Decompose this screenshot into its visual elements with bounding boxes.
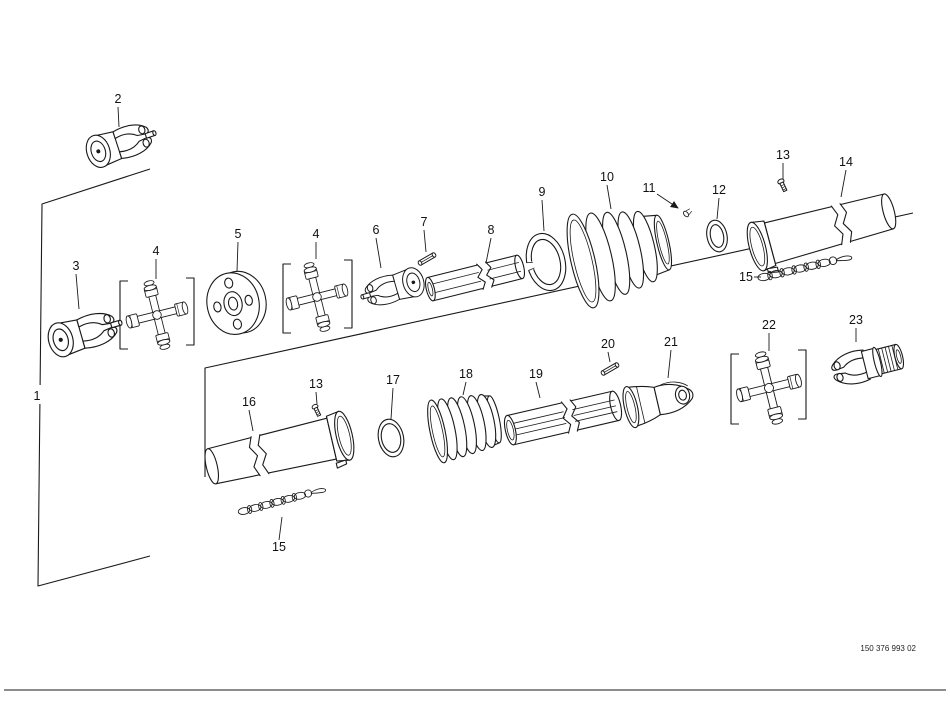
callout-2: 2 — [115, 92, 122, 106]
part-17-bearing-ring — [374, 416, 408, 460]
callout-14: 14 — [839, 155, 853, 169]
part-6-tube-yoke — [356, 264, 428, 313]
leader-3 — [75, 273, 80, 310]
leader-13b — [315, 391, 318, 405]
part-18-boot — [423, 386, 507, 465]
leader-11-arrow — [656, 193, 679, 209]
callout-13a: 13 — [776, 148, 790, 162]
callout-20: 20 — [601, 337, 615, 351]
callout-22: 22 — [762, 318, 776, 332]
kit-bracket-4b — [282, 259, 353, 334]
leader-15b — [278, 516, 283, 541]
callout-23: 23 — [849, 313, 863, 327]
callout-15b: 15 — [272, 540, 286, 554]
leader-6 — [375, 237, 382, 269]
part-12-ring — [703, 217, 731, 255]
leader-14 — [840, 169, 847, 198]
part-20-pin — [599, 361, 621, 377]
callout-7: 7 — [421, 215, 428, 229]
callout-5: 5 — [235, 227, 242, 241]
callout-3: 3 — [73, 259, 80, 273]
part-23-yoke — [828, 339, 907, 390]
leader-18 — [462, 381, 467, 396]
assembly-bracket-1 — [37, 168, 151, 587]
leader-lines — [75, 106, 857, 541]
callout-6: 6 — [373, 223, 380, 237]
part-4a-cross-kit — [117, 272, 197, 358]
leader-8 — [485, 237, 492, 264]
part-11-plug — [681, 207, 694, 219]
part-19-profile-tube — [501, 388, 625, 448]
leader-5 — [236, 241, 239, 272]
leader-21 — [667, 349, 672, 379]
callout-17: 17 — [386, 373, 400, 387]
part-8-profile-tube — [422, 252, 528, 304]
leader-12 — [716, 197, 720, 220]
part-9-bearing-ring — [518, 228, 573, 296]
callouts: 1 2 3 4 5 4 6 7 8 9 10 11 12 13 14 15 16… — [34, 92, 863, 554]
leader-9 — [541, 199, 545, 232]
callout-10: 10 — [600, 170, 614, 184]
callout-9: 9 — [539, 185, 546, 199]
part-2-yoke — [81, 116, 162, 172]
leader-19 — [535, 381, 541, 399]
callout-1-backing — [25, 385, 49, 404]
document-number: 150 376 993 02 — [860, 644, 916, 653]
leader-17 — [390, 387, 394, 420]
callout-11: 11 — [643, 181, 656, 195]
callout-8: 8 — [488, 223, 495, 237]
part-21-yoke — [619, 371, 698, 430]
part-10-shield-cone — [559, 193, 681, 312]
part-5-flange — [200, 265, 273, 340]
part-3-yoke — [43, 305, 128, 361]
part-13a-screw — [776, 177, 789, 193]
part-4b-cross-kit — [277, 254, 357, 340]
assembly-bracket-lower — [204, 212, 914, 477]
callout-12: 12 — [712, 183, 726, 197]
callout-15a: 15 — [739, 270, 753, 284]
kit-bracket-4a — [119, 277, 195, 350]
leader-10 — [606, 184, 612, 210]
part-14-guard-tube — [742, 185, 903, 279]
callout-4a: 4 — [153, 244, 160, 258]
callout-18: 18 — [459, 367, 473, 381]
part-16-guard-tube — [200, 408, 360, 498]
part-7-pin — [416, 251, 438, 267]
callout-13b: 13 — [309, 377, 323, 391]
part-15b-safety-chain — [236, 486, 328, 516]
leader-16 — [248, 409, 254, 432]
callout-16: 16 — [242, 395, 256, 409]
kit-bracket-22 — [730, 349, 807, 425]
part-13b-screw — [310, 402, 323, 418]
callout-4b: 4 — [313, 227, 320, 241]
leader-2 — [117, 106, 120, 128]
part-22-cross-kit — [727, 343, 811, 433]
leader-20 — [607, 351, 611, 363]
callout-21: 21 — [664, 335, 678, 349]
leader-7 — [423, 229, 427, 253]
parts-layer — [43, 116, 907, 516]
callout-1: 1 — [34, 389, 41, 403]
callout-19: 19 — [529, 367, 543, 381]
